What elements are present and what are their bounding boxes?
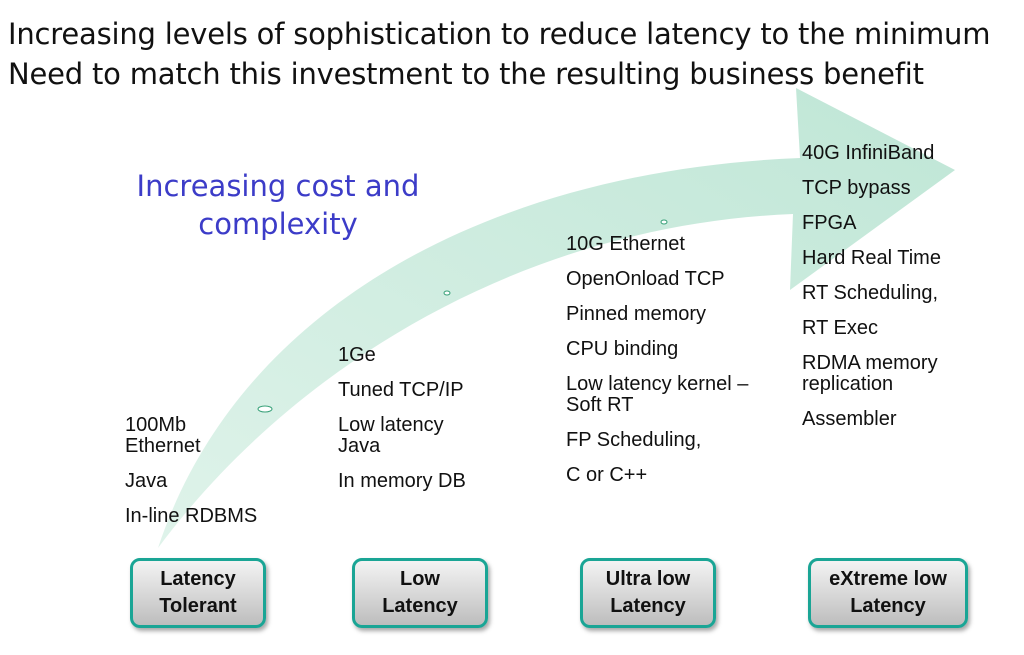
- column-low-latency: 1Ge Tuned TCP/IP Low latency Java In mem…: [338, 345, 538, 506]
- arrow-label: Increasing cost and complexity: [118, 167, 438, 243]
- arrow-shape: [158, 88, 955, 548]
- column-item: FP Scheduling,: [566, 429, 702, 451]
- arrow-dot: [660, 219, 668, 225]
- column-item: Hard Real Time: [802, 247, 941, 269]
- column-item: In-line RDBMS: [125, 505, 258, 527]
- column-item: 10G Ethernet: [566, 233, 685, 255]
- arrow-label-line-1: Increasing cost and: [136, 169, 420, 203]
- column-item: In memory DB: [338, 470, 466, 492]
- column-item: TCP bypass: [802, 177, 911, 199]
- headline-line-2: Need to match this investment to the res…: [8, 57, 924, 91]
- column-item: Low latency kernel – Soft RT: [566, 373, 749, 416]
- stage-label-line-1: Latency: [160, 568, 236, 590]
- stage-label-line-2: Tolerant: [159, 595, 237, 617]
- column-item: CPU binding: [566, 338, 679, 360]
- stage-label-line-2: Latency: [382, 595, 458, 617]
- stage-label-line-1: Low: [400, 568, 440, 590]
- headline-line-1: Increasing levels of sophistication to r…: [8, 17, 991, 51]
- stage-latency-tolerant-button[interactable]: Latency Tolerant: [130, 558, 266, 628]
- column-item: FPGA: [802, 212, 857, 234]
- stage-label-line-2: Latency: [610, 595, 686, 617]
- stage-extreme-low-latency-button[interactable]: eXtreme low Latency: [808, 558, 968, 628]
- column-item: RT Scheduling,: [802, 282, 939, 304]
- column-latency-tolerant: 100Mb Ethernet Java In-line RDBMS: [125, 415, 325, 541]
- arrow-dot: [257, 405, 273, 413]
- column-item: C or C++: [566, 464, 648, 486]
- column-item: 40G InfiniBand: [802, 142, 935, 164]
- arrow-dot: [443, 290, 451, 296]
- column-item: RT Exec: [802, 317, 878, 339]
- stage-label-line-1: eXtreme low: [829, 568, 947, 590]
- column-item: 100Mb Ethernet: [125, 414, 201, 457]
- column-item: Low latency Java: [338, 414, 444, 457]
- column-item: Assembler: [802, 408, 897, 430]
- stage-low-latency-button[interactable]: Low Latency: [352, 558, 488, 628]
- stage-ultra-low-latency-button[interactable]: Ultra low Latency: [580, 558, 716, 628]
- stage-label-line-2: Latency: [850, 595, 926, 617]
- column-item: RDMA memory replication: [802, 352, 938, 395]
- column-ultra-low-latency: 10G Ethernet OpenOnload TCP Pinned memor…: [566, 234, 776, 500]
- column-item: Tuned TCP/IP: [338, 379, 464, 401]
- column-item: Pinned memory: [566, 303, 707, 325]
- column-item: Java: [125, 470, 168, 492]
- column-item: OpenOnload TCP: [566, 268, 725, 290]
- arrow-label-line-2: complexity: [198, 207, 358, 241]
- column-extreme-low-latency: 40G InfiniBand TCP bypass FPGA Hard Real…: [802, 143, 1012, 444]
- stage-label-line-1: Ultra low: [605, 568, 691, 590]
- column-item: 1Ge: [338, 344, 376, 366]
